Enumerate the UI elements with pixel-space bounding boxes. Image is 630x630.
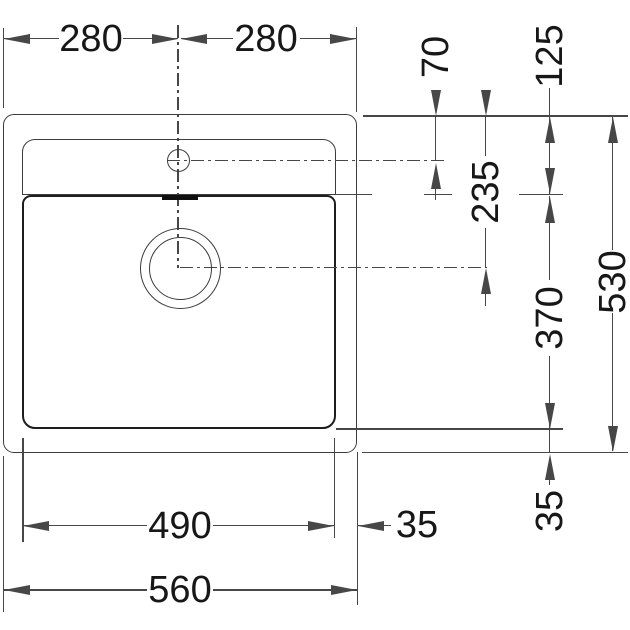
dimension-line [548, 429, 551, 453]
dimension-line [358, 525, 391, 527]
dimension-line [434, 186, 437, 200]
arrowhead [330, 33, 356, 44]
arrowhead [544, 197, 555, 223]
vertical-centerline [177, 25, 179, 268]
extension-line [336, 428, 563, 430]
extension-line [362, 451, 628, 454]
dimension-line [484, 292, 487, 306]
arrowhead [23, 520, 49, 531]
dimension-line [548, 478, 551, 485]
extension-line [3, 28, 5, 108]
drain-inner-circle [148, 236, 212, 300]
dimension-line [434, 116, 437, 160]
dim-label-top-left: 280 [59, 18, 123, 60]
extension-line [356, 27, 358, 112]
extension-line [519, 193, 563, 196]
dimension-line [4, 38, 59, 40]
dimension-line [611, 117, 614, 250]
arrowhead [544, 168, 555, 194]
arrowhead [607, 425, 618, 452]
arrowhead [4, 585, 30, 595]
arrowhead [181, 33, 207, 44]
dimension-line [484, 116, 487, 156]
dimension-line [548, 356, 551, 429]
dim-label-bowl-width: 490 [148, 505, 212, 547]
extension-line [22, 438, 24, 542]
dim-label-top-right: 280 [234, 18, 298, 60]
extension-line [424, 193, 452, 196]
dimension-line [213, 525, 334, 527]
dimension-line [300, 38, 356, 40]
arrowhead [430, 89, 441, 116]
extension-line [363, 115, 628, 117]
extension-line [334, 438, 336, 538]
dimension-line [548, 117, 551, 194]
arrowhead [430, 162, 441, 189]
drain-centerline [180, 266, 487, 269]
dim-label-edge-to-bowl: 125 [529, 24, 571, 88]
dim-label-overall-width: 560 [148, 569, 212, 611]
sink-outer-outline [3, 114, 357, 453]
dimension-line [181, 38, 233, 40]
extension-line [3, 456, 5, 612]
overflow-slot [162, 195, 198, 201]
arrowhead [480, 268, 491, 294]
dim-label-bowl-length: 370 [528, 286, 571, 350]
extension-line [336, 193, 372, 196]
arrowhead [4, 33, 30, 44]
dim-label-overall-depth: 530 [592, 250, 630, 314]
drain-outer-circle [139, 227, 221, 309]
faucet-hole [166, 149, 190, 172]
dimension-line [484, 228, 487, 267]
extension-line [356, 452, 359, 605]
dimension-line [23, 525, 147, 527]
arrowhead [544, 117, 555, 143]
dimension-line [213, 589, 357, 591]
arrowhead [152, 33, 178, 44]
dim-label-bowl-to-side-edge: 35 [395, 504, 439, 546]
dim-label-bowl-to-back-edge: 35 [529, 489, 571, 533]
arrowhead [308, 520, 334, 531]
dim-label-drain-offset: 235 [465, 160, 507, 224]
arrowhead [331, 585, 357, 595]
dimension-line [548, 196, 551, 280]
dimension-line [4, 589, 147, 591]
arrowhead [544, 454, 555, 480]
arrowhead [480, 89, 491, 116]
dimension-line [611, 313, 614, 451]
arrowhead [544, 403, 555, 429]
sink-rim-line [21, 138, 336, 195]
faucet-centerline [167, 159, 444, 162]
arrowhead [607, 117, 618, 143]
dimension-line [548, 88, 551, 115]
dimension-line [123, 38, 178, 40]
dim-label-faucet-offset: 70 [415, 35, 457, 79]
